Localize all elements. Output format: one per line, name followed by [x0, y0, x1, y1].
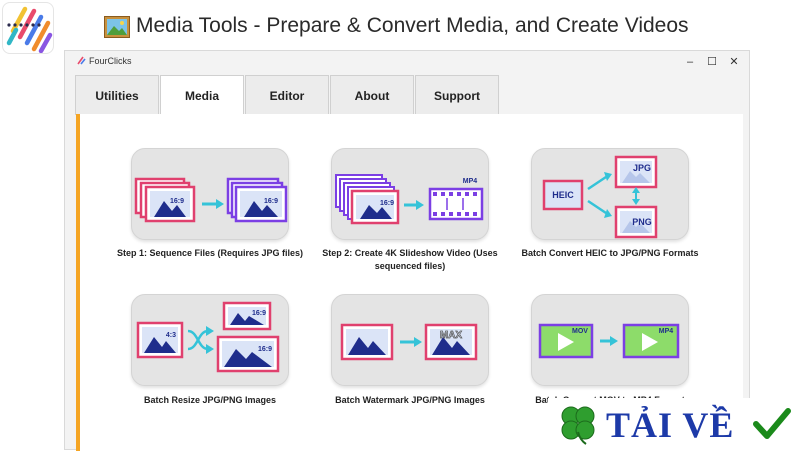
- resize-images-caption: Batch Resize JPG/PNG Images: [143, 395, 277, 405]
- mov-to-mp4-button[interactable]: MOV MP4: [531, 294, 689, 386]
- tag-label: 16:9: [170, 198, 184, 205]
- tab-editor[interactable]: Editor: [245, 75, 329, 115]
- mov-to-mp4-icon: MOV MP4: [538, 323, 680, 359]
- top-banner: Media Tools - Prepare & Convert Media, a…: [0, 0, 800, 56]
- checkmark-icon: [753, 408, 791, 439]
- tag-label: 16:9: [252, 310, 266, 317]
- heic-convert-caption: Batch Convert HEIC to JPG/PNG Formats: [521, 248, 699, 258]
- close-button[interactable]: ✕: [729, 56, 739, 68]
- clover-icon: [561, 406, 595, 445]
- window-app-icon: [77, 56, 86, 65]
- tag-label: 16:9: [264, 198, 278, 205]
- tag-label: 16:9: [380, 200, 394, 207]
- watermark-label: MAX: [440, 330, 463, 341]
- window-title-text: FourClicks: [89, 56, 132, 66]
- framed-picture-icon: [104, 16, 130, 38]
- sequence-files-icon: 16:9 16:9: [134, 177, 288, 223]
- app-window: FourClicks – ☐ ✕ Utilities Media Editor …: [64, 50, 750, 451]
- minimize-button[interactable]: –: [686, 56, 694, 68]
- window-title: FourClicks: [77, 56, 132, 66]
- sequence-files-caption: Step 1: Sequence Files (Requires JPG fil…: [116, 248, 304, 258]
- format-label: JPG: [633, 163, 651, 173]
- app-logo: [2, 2, 54, 54]
- watermark-icon: MAX: [340, 323, 478, 361]
- format-label: MP4: [659, 328, 674, 335]
- download-badge[interactable]: TẢI VỀ: [548, 398, 800, 450]
- watermark-button[interactable]: MAX: [331, 294, 489, 386]
- slideshow-video-icon: 16:9 MP4: [335, 174, 484, 225]
- media-tools-panel: 16:9 16:9 Step 1: Sequence Files (Requir…: [76, 114, 743, 451]
- resize-images-button[interactable]: 4:3 16:9 16:9: [131, 294, 289, 386]
- page-title: Media Tools - Prepare & Convert Media, a…: [136, 14, 689, 37]
- slideshow-video-caption: Step 2: Create 4K Slideshow Video (Uses …: [322, 248, 498, 271]
- watermark-caption: Batch Watermark JPG/PNG Images: [335, 395, 485, 405]
- format-label: MP4: [463, 178, 478, 185]
- heic-convert-icon: HEIC JPG PNG: [542, 155, 658, 239]
- tab-support[interactable]: Support: [415, 75, 499, 115]
- format-label: MOV: [572, 328, 588, 335]
- tab-utilities[interactable]: Utilities: [75, 75, 159, 115]
- tag-label: 16:9: [258, 346, 272, 353]
- maximize-button[interactable]: ☐: [707, 56, 717, 68]
- slideshow-video-button[interactable]: 16:9 MP4: [331, 148, 489, 240]
- tab-media[interactable]: Media: [160, 75, 244, 116]
- tag-label: 4:3: [166, 332, 176, 339]
- tab-about[interactable]: About: [330, 75, 414, 115]
- sequence-files-button[interactable]: 16:9 16:9: [131, 148, 289, 240]
- format-label: HEIC: [552, 190, 574, 200]
- format-label: PNG: [632, 217, 652, 227]
- resize-images-icon: 4:3 16:9 16:9: [136, 301, 280, 373]
- download-label: TẢI VỀ: [606, 405, 735, 445]
- heic-convert-button[interactable]: HEIC JPG PNG: [531, 148, 689, 240]
